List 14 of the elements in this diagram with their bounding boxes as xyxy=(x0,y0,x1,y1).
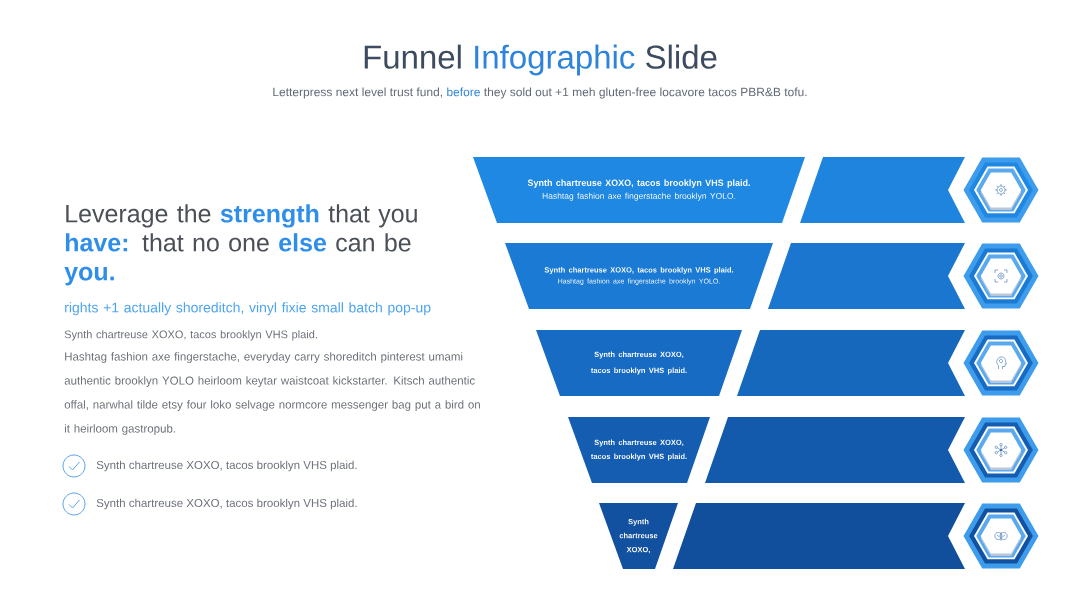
ribbon-band xyxy=(800,157,965,223)
ribbon-band xyxy=(768,243,965,309)
ribbon-band xyxy=(705,417,965,483)
subheading: rights +1 actually shoreditch, vinyl fixie small batch pop-up xyxy=(65,302,431,316)
funnel-segment: Synth chartreuse XOXO, tacos brooklyn VHS plaid. Hashtag fashion axe fingerstache brooklyn YOLO. xyxy=(473,157,805,223)
list-item-text: Synth chartreuse XOXO, tacos brooklyn VHS plaid. xyxy=(96,460,357,472)
ribbon-band xyxy=(673,503,965,569)
lead-text: Synth chartreuse XOXO, tacos brooklyn VHS plaid. xyxy=(64,330,317,341)
slide-title: Funnel Infographic Slide xyxy=(364,44,717,76)
list-item-text: Synth chartreuse XOXO, tacos brooklyn VHS plaid. xyxy=(96,498,357,510)
ribbon-band xyxy=(737,330,965,396)
heading: Leverage the strength that you have: that no one else can be you. xyxy=(64,204,417,286)
subtitle: Letterpress next level trust fund, before they sold out +1 meh gluten-free locavore tacos PBR&B tofu. xyxy=(273,87,807,99)
body-text: Hashtag fashion axe fingerstache, everyday carry shoreditch pinterest umami authentic brooklyn YOLO heirloom keytar waistcoat kickstarter. Kitsch authentic offal, narwhal tilde etsy four loko selvage normcore messenger bag put a bird on it heirloom gastropub. xyxy=(64,352,480,435)
